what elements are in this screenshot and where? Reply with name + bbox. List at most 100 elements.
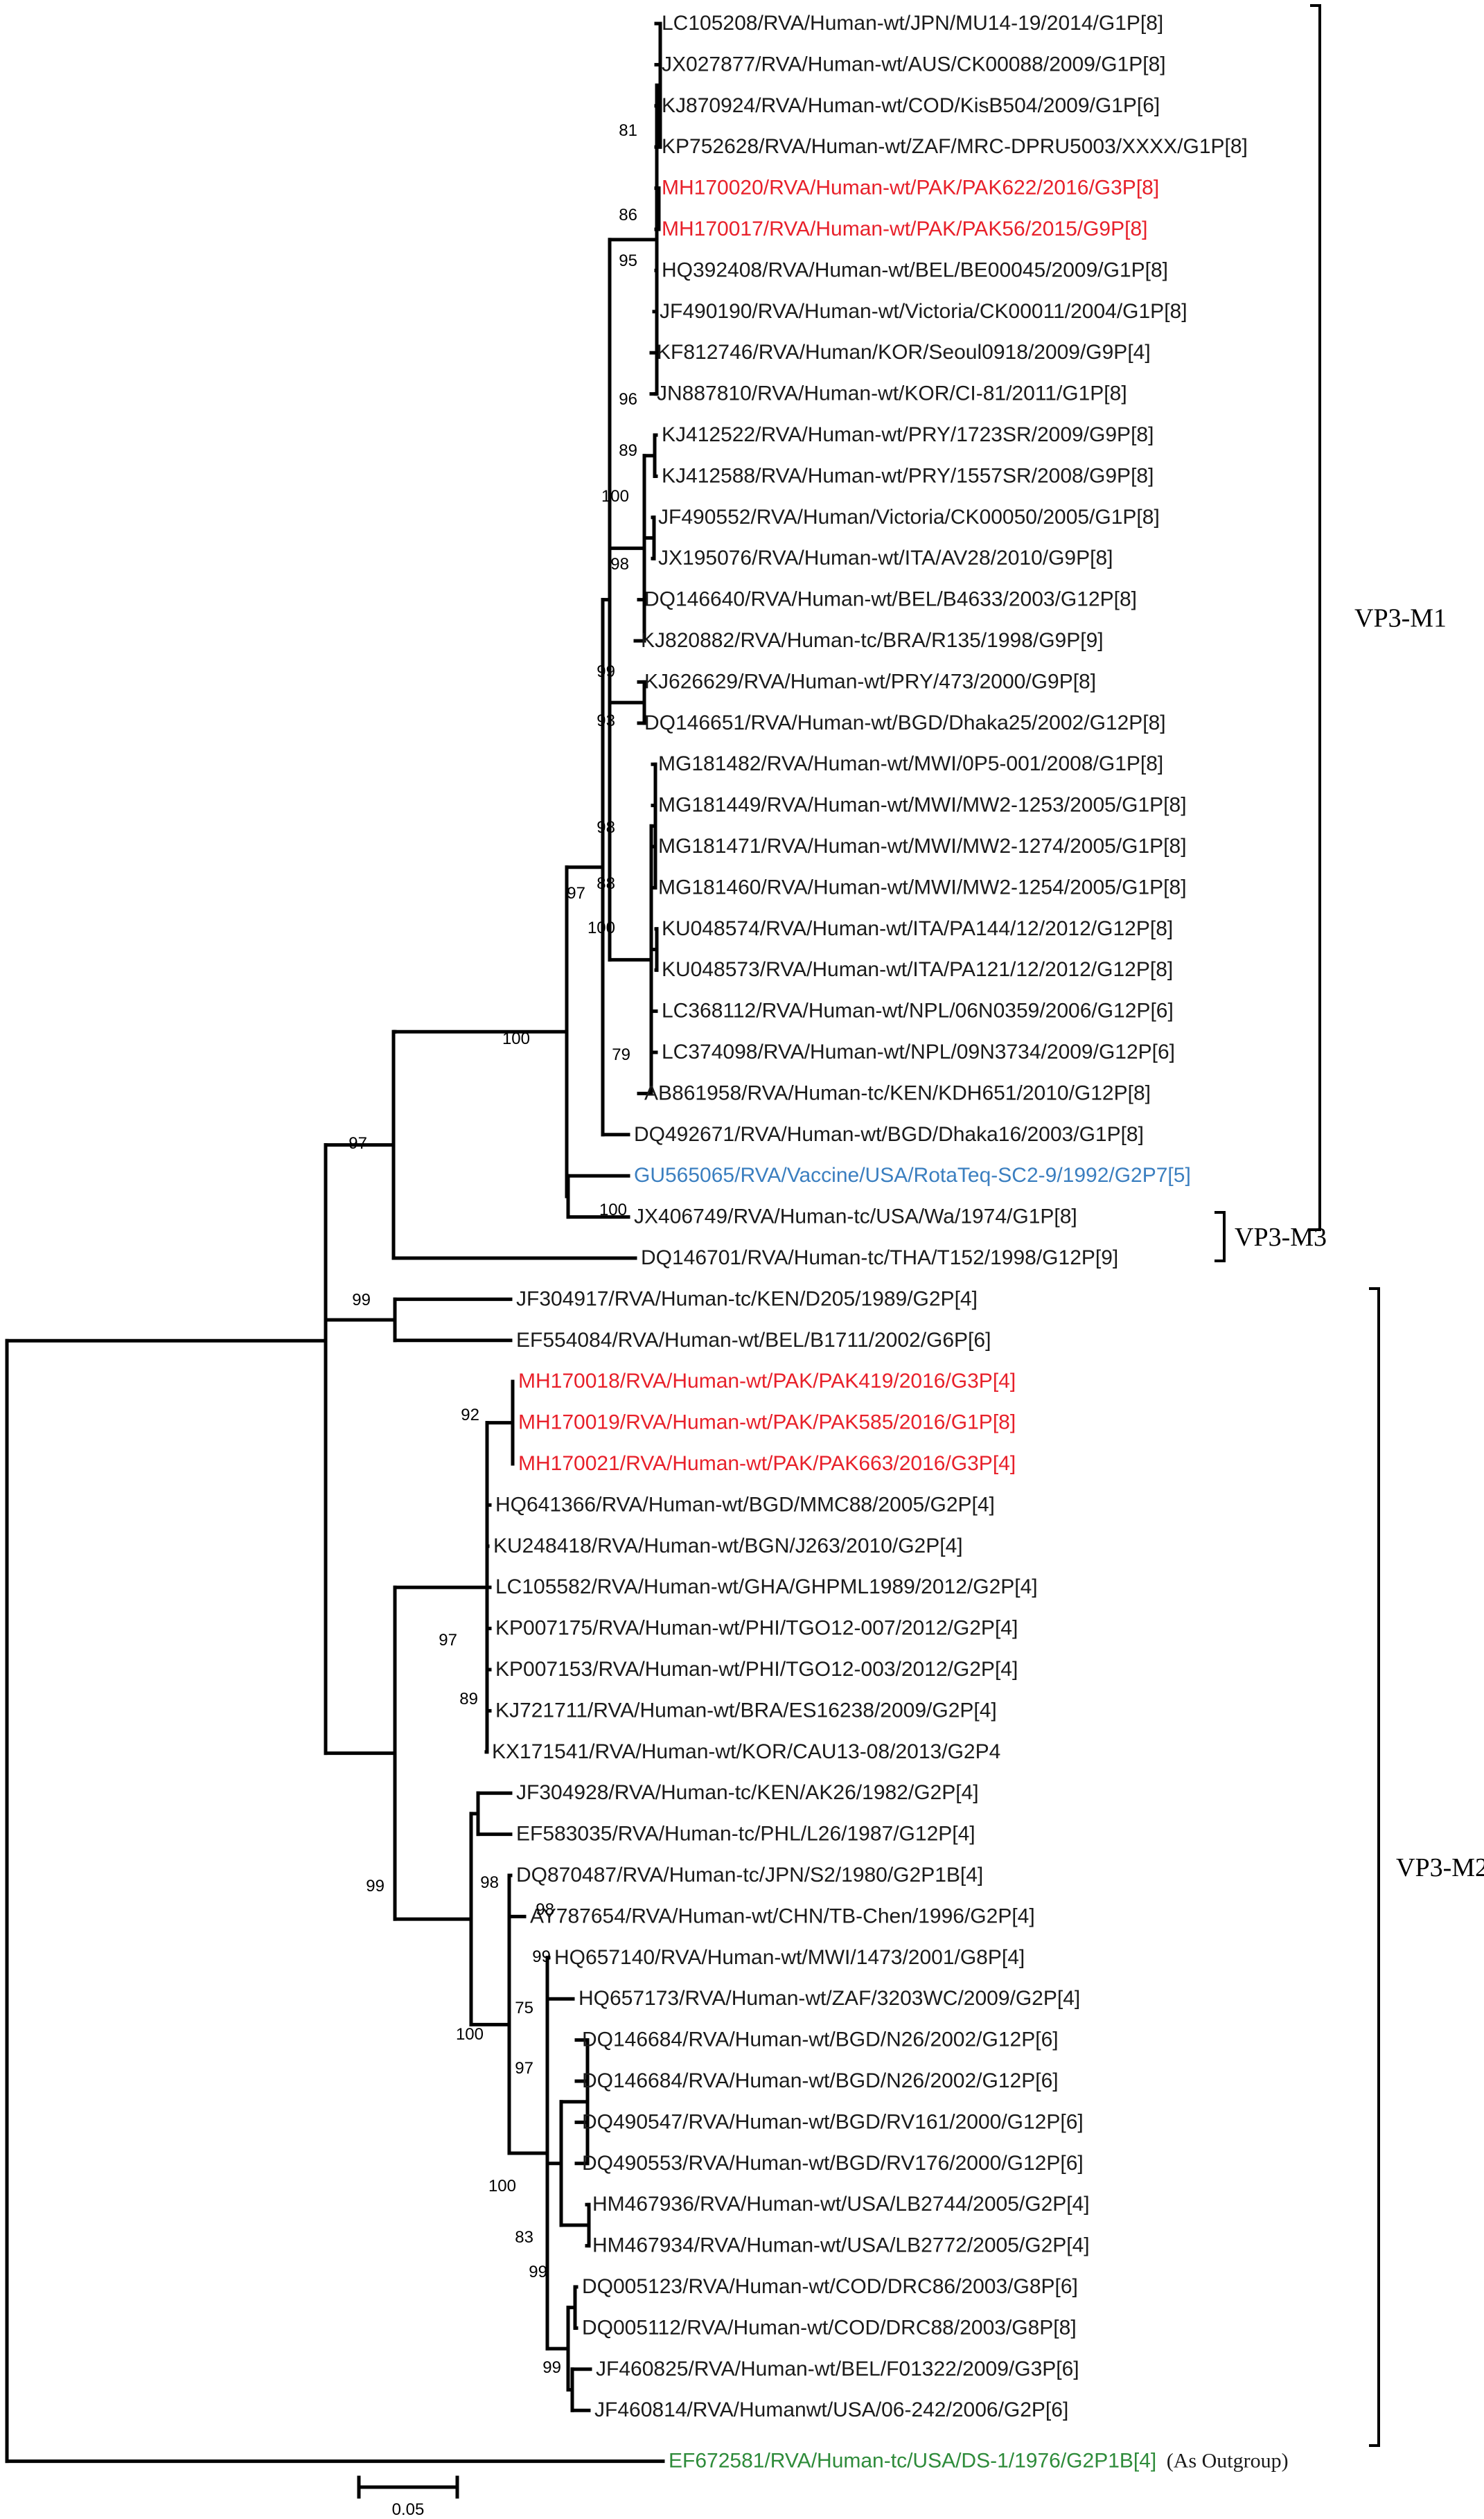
tip-label-default: LC374098/RVA/Human-wt/NPL/09N3734/2009/G… — [662, 1041, 1175, 1063]
scale-bar: 0.05 — [357, 2475, 459, 2519]
tip-label-default: DQ146651/RVA/Human-wt/BGD/Dhaka25/2002/G… — [644, 711, 1166, 734]
tip-label-default: JF460825/RVA/Human-wt/BEL/F01322/2009/G3… — [596, 2358, 1079, 2380]
bootstrap-label: 98 — [480, 1873, 499, 1892]
bootstrap-label: 100 — [502, 1029, 530, 1048]
bootstrap-label: 100 — [488, 2177, 516, 2195]
tip-label-default: MG181460/RVA/Human-wt/MWI/MW2-1254/2005/… — [658, 876, 1187, 899]
tip-label-default: KJ412522/RVA/Human-wt/PRY/1723SR/2009/G9… — [662, 423, 1154, 446]
tip-label-default: DQ492671/RVA/Human-wt/BGD/Dhaka16/2003/G… — [634, 1123, 1144, 1146]
tip-label-default: HQ657140/RVA/Human-wt/MWI/1473/2001/G8P[… — [554, 1946, 1025, 1969]
tip-label-study: MH170019/RVA/Human-wt/PAK/PAK585/2016/G1… — [518, 1411, 1016, 1434]
tip-label-vaccine: GU565065/RVA/Vaccine/USA/RotaTeq-SC2-9/1… — [634, 1164, 1191, 1187]
bootstrap-label: 96 — [619, 390, 637, 409]
tip-label-default: HQ657173/RVA/Human-wt/ZAF/3203WC/2009/G2… — [578, 1987, 1080, 2010]
tip-label-study: MH170021/RVA/Human-wt/PAK/PAK663/2016/G3… — [518, 1452, 1016, 1475]
tree-branches — [5, 21, 665, 2464]
bootstrap-label: 97 — [567, 884, 585, 903]
tip-label-default: HQ641366/RVA/Human-wt/BGD/MMC88/2005/G2P… — [495, 1493, 995, 1516]
tip-label-default: JF490190/RVA/Human-wt/Victoria/CK00011/2… — [660, 300, 1187, 323]
bootstrap-label: 98 — [597, 818, 615, 837]
bootstrap-label: 99 — [597, 662, 615, 681]
tip-label-default: KJ721711/RVA/Human-wt/BRA/ES16238/2009/G… — [495, 1699, 997, 1722]
tip-label-default: JF304928/RVA/Human-tc/KEN/AK26/1982/G2P[… — [516, 1781, 979, 1804]
scale-bar-label: 0.05 — [392, 2500, 425, 2519]
tip-label-default: KJ412588/RVA/Human-wt/PRY/1557SR/2008/G9… — [662, 464, 1154, 487]
bootstrap-values: 81 86 95 96 89 100 98 99 93 98 88 100 79 97 100 97 100 99… — [348, 121, 637, 2377]
bootstrap-label: 98 — [610, 555, 629, 574]
bootstrap-label: 92 — [461, 1406, 479, 1424]
tip-label-default: JX027877/RVA/Human-wt/AUS/CK00088/2009/G… — [662, 53, 1166, 76]
bootstrap-label: 100 — [599, 1201, 627, 1219]
tip-label-default: KP007153/RVA/Human-wt/PHI/TGO12-003/2012… — [495, 1658, 1018, 1681]
tip-label-default: JX195076/RVA/Human-wt/ITA/AV28/2010/G9P[… — [658, 547, 1113, 569]
tip-label-default: MG181471/RVA/Human-wt/MWI/MW2-1274/2005/… — [658, 835, 1187, 858]
tip-label-default: KJ870924/RVA/Human-wt/COD/KisB504/2009/G… — [662, 94, 1160, 117]
tip-label-default: JF460814/RVA/Humanwt/USA/06-242/2006/G2P… — [594, 2398, 1068, 2421]
tip-label-study: MH170020/RVA/Human-wt/PAK/PAK622/2016/G3… — [662, 177, 1159, 200]
bootstrap-label: 88 — [597, 874, 615, 893]
tip-label-default: DQ490547/RVA/Human-wt/BGD/RV161/2000/G12… — [582, 2110, 1084, 2133]
tip-label-default: AY787654/RVA/Human-wt/CHN/TB-Chen/1996/G… — [530, 1904, 1035, 1927]
tip-label-default: LC105208/RVA/Human-wt/JPN/MU14-19/2014/G… — [662, 12, 1163, 35]
bootstrap-label: 97 — [515, 2059, 533, 2078]
clade-bracket — [1310, 4, 1321, 1231]
bootstrap-label: 79 — [612, 1045, 630, 1064]
bootstrap-label: 99 — [542, 2358, 561, 2377]
bootstrap-label: 100 — [456, 2025, 484, 2044]
bootstrap-label: 100 — [601, 487, 629, 506]
tip-label-default: DQ146640/RVA/Human-wt/BEL/B4633/2003/G12… — [644, 588, 1137, 611]
tip-label-default: DQ146684/RVA/Human-wt/BGD/N26/2002/G12P[… — [582, 2069, 1059, 2092]
tip-label-default: KP007175/RVA/Human-wt/PHI/TGO12-007/2012… — [495, 1617, 1018, 1640]
bootstrap-label: 97 — [439, 1631, 457, 1650]
tip-labels: LC105208/RVA/Human-wt/JPN/MU14-19/2014/G… — [492, 12, 1289, 2473]
tip-label-default: JF304917/RVA/Human-tc/KEN/D205/1989/G2P[… — [516, 1287, 978, 1310]
tip-label-default: DQ870487/RVA/Human-tc/JPN/S2/1980/G2P1B[… — [516, 1864, 983, 1886]
bootstrap-label: 98 — [536, 1900, 554, 1919]
clade-bracket — [1214, 1211, 1226, 1262]
bootstrap-label: 81 — [619, 121, 637, 140]
bootstrap-label: 99 — [532, 1947, 551, 1966]
tip-label-default: MG181449/RVA/Human-wt/MWI/MW2-1253/2005/… — [658, 794, 1187, 817]
tip-label-default: JN887810/RVA/Human-wt/KOR/CI-81/2011/G1P… — [657, 382, 1127, 405]
tip-label-default: DQ146684/RVA/Human-wt/BGD/N26/2002/G12P[… — [582, 2029, 1059, 2051]
clade-label: VP3-M1 — [1354, 604, 1447, 633]
clade-bracket — [1369, 1287, 1380, 2447]
tip-label-default: DQ005123/RVA/Human-wt/COD/DRC86/2003/G8P… — [582, 2275, 1078, 2298]
bootstrap-label: 99 — [529, 2263, 547, 2281]
tip-label-default: EF554084/RVA/Human-wt/BEL/B1711/2002/G6P… — [516, 1329, 991, 1352]
outgroup-note: (As Outgroup) — [1167, 2450, 1289, 2473]
clade-label: VP3-M3 — [1235, 1223, 1327, 1252]
tip-label-default: HM467934/RVA/Human-wt/USA/LB2772/2005/G2… — [592, 2234, 1090, 2257]
tip-label-default: KJ626629/RVA/Human-wt/PRY/473/2000/G9P[8… — [644, 670, 1096, 693]
tip-label-default: HM467936/RVA/Human-wt/USA/LB2744/2005/G2… — [592, 2193, 1090, 2216]
tip-label-default: DQ146701/RVA/Human-tc/THA/T152/1998/G12P… — [641, 1246, 1118, 1269]
tip-label-default: AB861958/RVA/Human-tc/KEN/KDH651/2010/G1… — [644, 1081, 1151, 1104]
bootstrap-label: 86 — [619, 206, 637, 224]
tip-label-default: KX171541/RVA/Human-wt/KOR/CAU13-08/2013/… — [492, 1740, 1000, 1763]
bootstrap-label: 83 — [515, 2228, 533, 2247]
tip-label-default: DQ490553/RVA/Human-wt/BGD/RV176/2000/G12… — [582, 2152, 1084, 2175]
tip-label-default: MG181482/RVA/Human-wt/MWI/0P5-001/2008/G… — [658, 752, 1163, 775]
tip-label-default: KU248418/RVA/Human-wt/BGN/J263/2010/G2P[… — [493, 1535, 963, 1557]
tip-label-default: JX406749/RVA/Human-tc/USA/Wa/1974/G1P[8] — [634, 1205, 1077, 1228]
tip-label-default: LC105582/RVA/Human-wt/GHA/GHPML1989/2012… — [495, 1575, 1038, 1598]
bootstrap-label: 89 — [619, 441, 637, 460]
tip-label-study: MH170018/RVA/Human-wt/PAK/PAK419/2016/G3… — [518, 1370, 1016, 1393]
tip-label-default: HQ392408/RVA/Human-wt/BEL/BE00045/2009/G… — [662, 258, 1168, 281]
tip-label-default: EF583035/RVA/Human-tc/PHL/L26/1987/G12P[… — [516, 1823, 975, 1846]
bootstrap-label: 95 — [619, 251, 637, 270]
bootstrap-label: 89 — [459, 1690, 478, 1708]
clade-label: VP3-M2 — [1396, 1853, 1484, 1882]
tip-label-default: KF812746/RVA/Human/KOR/Seoul0918/2009/G9… — [657, 341, 1151, 364]
tip-label-default: LC368112/RVA/Human-wt/NPL/06N0359/2006/G… — [662, 1000, 1174, 1023]
tip-label-default: KU048573/RVA/Human-wt/ITA/PA121/12/2012/… — [662, 958, 1173, 981]
tip-label-default: JF490552/RVA/Human/Victoria/CK00050/2005… — [658, 506, 1160, 529]
bootstrap-label: 97 — [348, 1134, 367, 1153]
tip-label-default: KU048574/RVA/Human-wt/ITA/PA144/12/2012/… — [662, 917, 1173, 940]
tip-label-default: KP752628/RVA/Human-wt/ZAF/MRC-DPRU5003/X… — [662, 135, 1248, 158]
tip-label-study: MH170017/RVA/Human-wt/PAK/PAK56/2015/G9P… — [662, 218, 1147, 240]
bootstrap-label: 93 — [597, 711, 615, 730]
bootstrap-label: 99 — [366, 1877, 385, 1895]
